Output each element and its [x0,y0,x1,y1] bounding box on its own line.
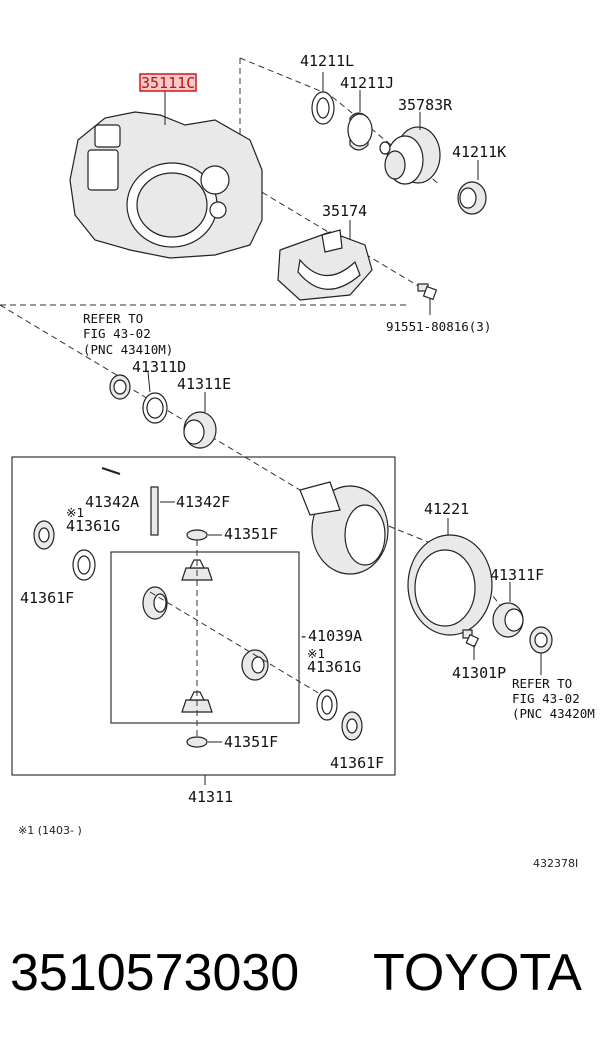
refer-note-top: REFER TO FIG 43-02 (PNC 43410M) [83,311,173,357]
bearing-41211K[interactable] [457,181,487,215]
svg-text:FIG 43-02: FIG 43-02 [83,326,151,341]
svg-text:FIG 43-02: FIG 43-02 [512,691,580,706]
label-41342F[interactable]: 41342F [176,493,230,511]
assembly-box-41039A [110,551,300,724]
assembly-box-41311 [11,456,396,776]
label-35111C[interactable]: 35111C [141,74,195,92]
gear-35783R[interactable] [379,126,441,185]
label-41311[interactable]: 41311 [188,788,233,806]
label-41311D[interactable]: 41311D [132,358,186,376]
label-41361F-left[interactable]: 41361F [20,589,74,607]
side-gear-right[interactable] [241,649,269,681]
label-41301P[interactable]: 41301P [452,664,506,682]
oil-seal-right[interactable] [529,626,553,654]
transaxle-housing[interactable] [69,90,263,259]
label-35174[interactable]: 35174 [322,202,367,220]
bearing-race-41211J[interactable] [347,112,373,151]
oil-deflector-35174[interactable] [277,229,373,301]
shaft-41342F[interactable] [150,486,159,536]
bearing-41311E[interactable] [183,411,217,449]
svg-text:(PNC 43410M): (PNC 43410M) [83,342,173,357]
washer-41351F-bottom[interactable] [186,736,208,748]
bolt-41301P[interactable] [462,629,480,648]
ring-gear-41221[interactable] [407,534,493,636]
label-41351F-bottom[interactable]: 41351F [224,733,278,751]
label-41211L[interactable]: 41211L [300,52,354,70]
label-35783R[interactable]: 35783R [398,96,453,114]
part-number: 3510573030 [10,944,299,1002]
oil-seal-left[interactable] [109,374,131,400]
label-41351F-top[interactable]: 41351F [224,525,278,543]
svg-text:(PNC 43420M: (PNC 43420M [512,706,595,721]
oil-seal-41211L[interactable] [311,91,335,125]
label-41361F-right[interactable]: 41361F [330,754,384,772]
washer-41361G-left[interactable] [72,549,96,581]
label-41211K[interactable]: 41211K [452,143,506,161]
label-41211J[interactable]: 41211J [340,74,394,92]
highlight-box [139,73,197,92]
label-41311F[interactable]: 41311F [490,566,544,584]
washer-41351F-top[interactable] [186,529,208,541]
washer-41361F-right[interactable] [341,711,363,741]
svg-text:REFER TO: REFER TO [83,311,143,326]
washer-41361G-right[interactable] [316,689,338,721]
label-41361G-left[interactable]: 41361G [66,517,120,535]
label-41342A[interactable]: 41342A [85,493,139,511]
shim-41311D[interactable] [142,392,168,424]
svg-text:REFER TO: REFER TO [512,676,572,691]
bolt-91551[interactable] [417,283,438,301]
label-41361G-right[interactable]: 41361G [307,658,361,676]
label-41039A[interactable]: -41039A [299,627,362,645]
label-41311E[interactable]: 41311E [177,375,231,393]
brand-name: TOYOTA [373,944,582,1002]
footnote: ※1 (1403- ) [18,824,82,837]
pin-41342A[interactable] [101,467,121,475]
differential-case[interactable] [299,481,389,575]
mark-star-left: ※1 [66,505,84,520]
figure-id: 432378I [533,857,578,870]
label-41221[interactable]: 41221 [424,500,469,518]
mark-star-right: ※1 [307,646,325,661]
refer-note-right: REFER TO FIG 43-02 (PNC 43420M [512,676,595,721]
side-gear-left[interactable] [142,586,168,620]
washer-41361F-left[interactable] [33,520,55,550]
label-91551[interactable]: 91551-80816(3) [386,319,491,334]
bearing-41311F[interactable] [492,602,524,638]
